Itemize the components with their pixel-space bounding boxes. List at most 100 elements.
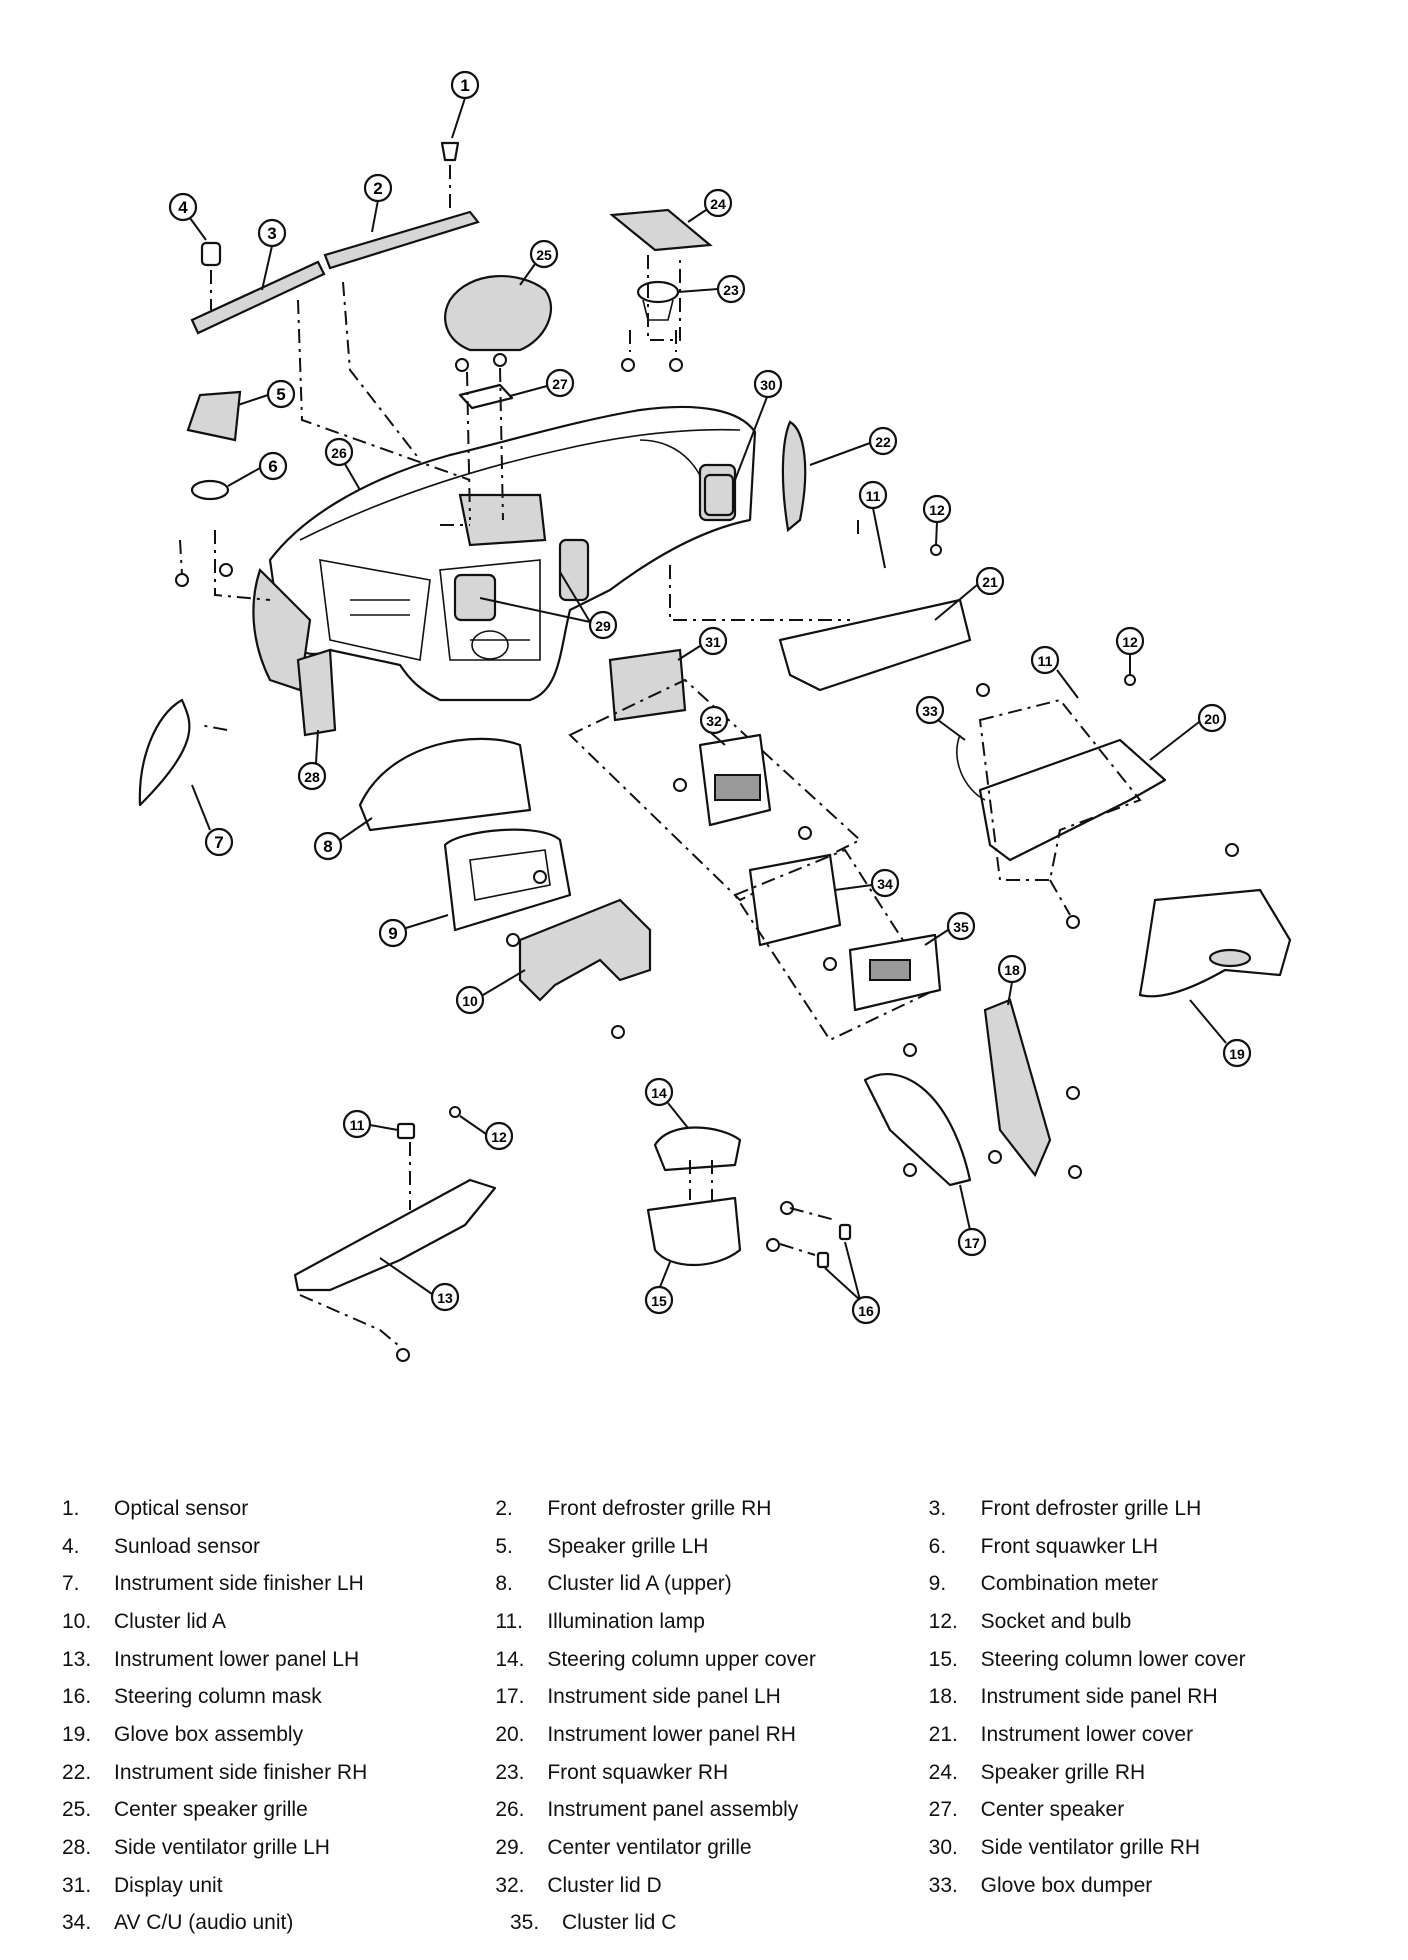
front-defroster-grille-lh: [190, 260, 326, 335]
callout-label: 16: [858, 1303, 874, 1319]
legend-item: 10.Cluster lid A: [62, 1610, 495, 1634]
legend-part-name: Steering column lower cover: [980, 1647, 1246, 1671]
legend-part-name: Glove box dumper: [980, 1873, 1153, 1897]
callout-12b: 12: [1115, 626, 1145, 675]
legend-number: 5.: [495, 1534, 513, 1558]
legend-number: 13.: [62, 1647, 92, 1671]
callout-label: 18: [1004, 962, 1020, 978]
legend-item: 12.Socket and bulb: [929, 1610, 1362, 1634]
callout-label: 32: [706, 713, 722, 729]
callout-31: 31: [677, 626, 728, 661]
legend-number: 6.: [928, 1534, 947, 1558]
legend-number: 18.: [928, 1685, 958, 1709]
cluster-lid-a: [518, 898, 652, 1002]
instrument-side-finisher-rh: [781, 420, 807, 533]
legend-part-name: Instrument lower panel RH: [547, 1722, 796, 1746]
callout-label: 10: [462, 993, 478, 1009]
instrument-side-finisher-lh: [138, 698, 191, 807]
callout-label: 27: [552, 376, 568, 392]
callout-label: 4: [178, 198, 188, 217]
legend-number: 22.: [62, 1760, 92, 1784]
cluster-lid-d: [698, 733, 772, 827]
legend-part-name: Instrument side panel LH: [547, 1685, 781, 1709]
callout-29: 29: [479, 571, 618, 640]
legend-item: 7.Instrument side finisher LH: [62, 1572, 495, 1596]
legend-row: 4.Sunload sensor 5.Speaker grille LH 6.F…: [62, 1528, 1362, 1566]
legend-item: 16.Steering column mask: [62, 1685, 495, 1709]
callout-24: 24: [687, 188, 733, 223]
legend-row: 16.Steering column mask 17. Instrument si…: [62, 1678, 1362, 1716]
callout-16: 16: [824, 1241, 881, 1325]
callout-label: 31: [705, 634, 721, 650]
legend-part-name: Instrument side finisher LH: [114, 1572, 364, 1596]
legend-part-name: Side ventilator grille RH: [980, 1836, 1201, 1860]
legend-item: 21.Instrument lower cover: [929, 1723, 1362, 1747]
legend-item: 14.Steering column upper cover: [495, 1648, 928, 1672]
av-cu-audio-unit: [733, 848, 937, 1042]
legend-row: 10.Cluster lid A 11.Illumination lamp 12…: [62, 1603, 1362, 1641]
screws: [175, 353, 1239, 1362]
legend-item: 22.Instrument side finisher RH: [62, 1761, 495, 1785]
legend-part-name: Instrument side panel RH: [980, 1685, 1218, 1709]
legend-item: 6.Front squawker LH: [929, 1535, 1362, 1559]
legend-number: 25.: [62, 1798, 92, 1822]
callout-label: 11: [350, 1117, 365, 1133]
legend-item: 8. Cluster lid A (upper): [495, 1572, 928, 1596]
legend-part-name: Cluster lid C: [562, 1911, 677, 1935]
legend-part-name: Socket and bulb: [980, 1609, 1132, 1633]
front-defroster-grille-rh: [323, 210, 480, 270]
legend-item: 27. Center speaker: [929, 1798, 1362, 1822]
callout-label: 33: [922, 703, 938, 719]
legend-part-name: Front defroster grille RH: [547, 1496, 772, 1520]
legend-item: 4.Sunload sensor: [62, 1535, 495, 1559]
callout-7: 7: [191, 784, 234, 857]
speaker-grille-lh: [186, 390, 242, 442]
steering-column-upper-cover: [653, 1126, 742, 1172]
legend-row: 22.Instrument side finisher RH 23.Front …: [62, 1754, 1362, 1792]
legend-number: 32.: [495, 1873, 525, 1897]
legend-item: 20. Instrument lower panel RH: [495, 1723, 928, 1747]
legend-part-name: Glove box assembly: [114, 1722, 304, 1746]
callout-13: 13: [379, 1257, 460, 1312]
callout-23: 23: [677, 274, 746, 304]
legend-number: 9.: [928, 1572, 947, 1596]
callout-label: 6: [268, 457, 277, 476]
speaker-grille-rh: [609, 208, 713, 252]
callout-15: 15: [644, 1261, 674, 1315]
legend-row: 7.Instrument side finisher LH 8. Cluster …: [62, 1565, 1362, 1603]
legend-number: 15.: [928, 1647, 958, 1671]
legend-number: 20.: [495, 1722, 525, 1746]
legend-item: 34.AV C/U (audio unit): [62, 1911, 510, 1935]
legend-item: 11.Illumination lamp: [495, 1610, 928, 1634]
legend-number: 10.: [62, 1609, 92, 1633]
callout-label: 30: [760, 377, 776, 393]
side-ventilator-grille-lh: [296, 648, 337, 737]
legend-part-name: Center ventilator grille: [547, 1836, 752, 1860]
legend-item: 28.Side ventilator grille LH: [62, 1836, 495, 1860]
legend-item: 30.Side ventilator grille RH: [929, 1836, 1362, 1860]
legend-number: 17.: [495, 1685, 525, 1709]
callout-2: 2: [363, 173, 393, 233]
callout-label: 19: [1229, 1046, 1245, 1062]
legend-number: 24.: [928, 1760, 958, 1784]
legend-item: 1.Optical sensor: [62, 1497, 495, 1521]
legend-part-name: Front defroster grille LH: [980, 1496, 1202, 1520]
steering-column-mask: [816, 1223, 852, 1269]
legend-part-name: Cluster lid A (upper): [547, 1572, 732, 1596]
callout-label: 28: [304, 769, 320, 785]
legend-number: 1.: [62, 1496, 80, 1520]
legend-number: 8.: [495, 1572, 513, 1596]
legend-number: 27.: [928, 1798, 958, 1822]
legend-number: 16.: [62, 1685, 92, 1709]
instrument-side-panel-lh: [863, 1073, 972, 1187]
legend-number: 29.: [495, 1836, 525, 1860]
legend-part-name: Center speaker: [980, 1798, 1125, 1822]
callout-label: 20: [1204, 711, 1220, 727]
exploded-parts-diagram: 1 2 3 4 5 6 7 8 9 10: [138, 70, 1292, 1362]
legend-number: 21.: [928, 1722, 958, 1746]
callout-30: 30: [734, 369, 783, 481]
legend-item: 26.Instrument panel assembly: [495, 1798, 928, 1822]
callout-label: 5: [276, 385, 285, 404]
callout-28: 28: [297, 729, 327, 791]
legend-row: 28.Side ventilator grille LH 29. Center v…: [62, 1829, 1362, 1867]
